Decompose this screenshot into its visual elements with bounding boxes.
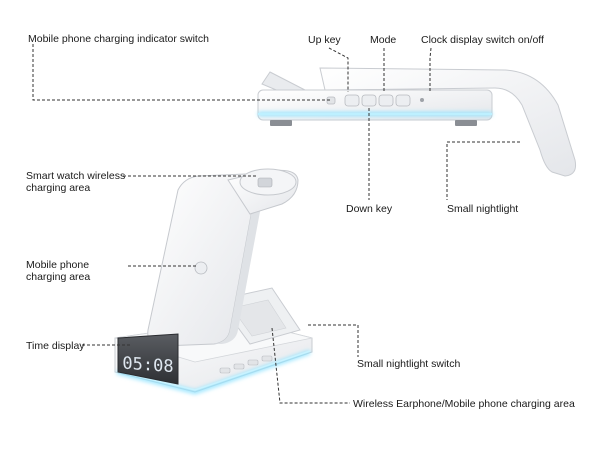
- up-key-button: [344, 94, 360, 107]
- label-small-nightlight-switch: Small nightlight switch: [357, 358, 461, 370]
- label-down-key: Down key: [346, 203, 393, 215]
- rear-view-charger: [257, 67, 576, 177]
- clock-time: 05:08: [122, 354, 173, 378]
- label-up-key: Up key: [308, 34, 341, 46]
- down-key-button: [361, 94, 377, 107]
- mode-button: [378, 94, 394, 107]
- label-smart-watch-area: Smart watch wireless charging area: [26, 170, 126, 194]
- label-small-nightlight: Small nightlight: [447, 203, 519, 215]
- label-mode: Mode: [370, 34, 397, 46]
- phone-coil-marker: [194, 261, 208, 275]
- front-view-charger: [114, 168, 313, 395]
- leader-lines: [32, 44, 520, 404]
- label-clock-display-switch: Clock display switch on/off: [421, 34, 544, 46]
- label-time-display: Time display: [26, 340, 85, 352]
- front-glow-strip: [116, 350, 311, 395]
- label-mobile-charging-area: Mobile phone charging area: [26, 259, 91, 283]
- clock-display-panel: [117, 333, 179, 385]
- clock-switch-button: [395, 94, 411, 107]
- label-wireless-earphone-area: Wireless Earphone/Mobile phone charging …: [353, 398, 575, 410]
- label-mobile-indicator-switch: Mobile phone charging indicator switch: [28, 33, 209, 45]
